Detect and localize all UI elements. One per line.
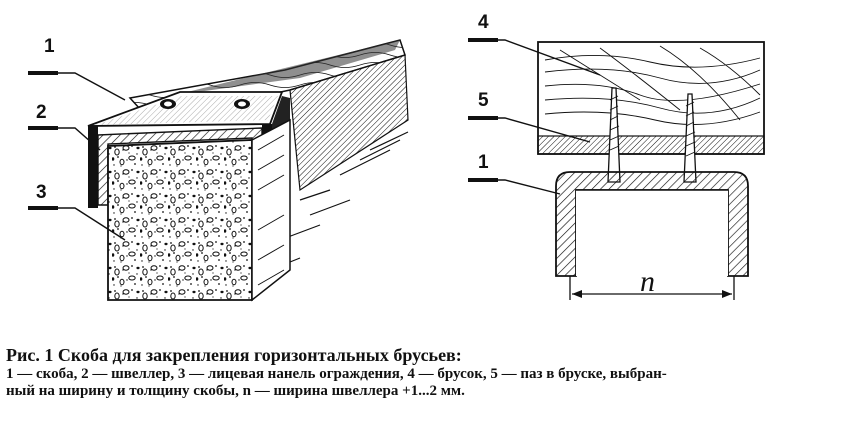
label-2-left: 2 <box>36 102 47 123</box>
leader-bar-5 <box>468 116 498 120</box>
leader-bar-1 <box>28 71 58 75</box>
caption-line-1: 1 — скоба, 2 — швеллер, 3 — лицевая нане… <box>6 366 667 382</box>
figure-drawing: 1 2 3 <box>28 12 765 302</box>
label-3-left: 3 <box>36 182 47 203</box>
label-4-right: 4 <box>478 12 489 33</box>
label-1-left: 1 <box>44 36 55 57</box>
leader-bar-3 <box>28 206 58 210</box>
caption-title: Рис. 1 Скоба для закрепления горизонталь… <box>6 345 462 365</box>
caption-line-2: ный на ширину и толщину скобы, n — ширин… <box>6 383 465 399</box>
caption-text: 1 — скоба, 2 — швеллер, 3 — лицевая нане… <box>6 366 852 400</box>
leader-bar-2 <box>28 126 58 130</box>
dimension-n-label: n <box>640 265 655 298</box>
leader-bar-1-right <box>468 178 498 182</box>
figure-caption: Рис. 1 Скоба для закрепления горизонталь… <box>6 345 852 400</box>
label-5-right: 5 <box>478 90 489 111</box>
left-perspective-view <box>87 39 409 302</box>
label-1-right: 1 <box>478 152 489 173</box>
leader-bar-4 <box>468 38 498 42</box>
right-section-view <box>537 41 765 300</box>
